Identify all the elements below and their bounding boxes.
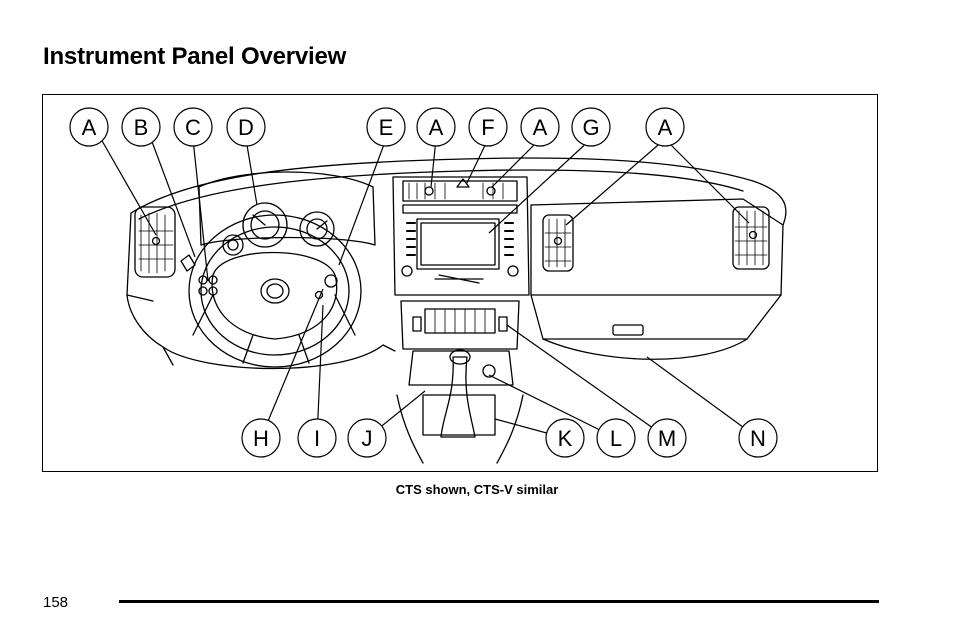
callout-label: N (750, 426, 766, 451)
callout-label: M (658, 426, 676, 451)
dashboard-illustration: A B C D E A F A G A H I J K L M N (69, 107, 787, 464)
callout-a3-circle (520, 107, 560, 147)
callout-a4-circle (645, 107, 685, 147)
callout-c-circle (173, 107, 213, 147)
callout-label: A (533, 115, 548, 140)
callout-label: A (429, 115, 444, 140)
callout-j-circle (347, 418, 387, 458)
callout-n-circle (738, 418, 778, 458)
figure-caption: CTS shown, CTS-V similar (395, 482, 559, 497)
callout-label: F (481, 115, 494, 140)
callout-label: K (558, 426, 573, 451)
callout-h-circle (241, 418, 281, 458)
callout-label: L (610, 426, 622, 451)
callout-label: A (82, 115, 97, 140)
callout-label: J (362, 426, 373, 451)
callout-a2-circle (416, 107, 456, 147)
callout-e-circle (366, 107, 406, 147)
callout-label: E (379, 115, 394, 140)
callout-i-circle (297, 418, 337, 458)
callout-label: A (658, 115, 673, 140)
callout-f-circle (468, 107, 508, 147)
page-number: 158 (43, 594, 69, 611)
callout-label: D (238, 115, 254, 140)
callout-label: B (134, 115, 149, 140)
callout-label: G (582, 115, 599, 140)
callout-k-circle (545, 418, 585, 458)
page-title: Instrument Panel Overview (43, 43, 347, 70)
callout-label: I (314, 426, 320, 451)
callout-l-circle (596, 418, 636, 458)
callout-d-circle (226, 107, 266, 147)
instrument-panel-figure: A B C D E A F A G A H I J K L M N (42, 94, 878, 472)
callout-b-circle (121, 107, 161, 147)
footer-rule (119, 600, 879, 603)
callout-a1-circle (69, 107, 109, 147)
callout-g-circle (571, 107, 611, 147)
callout-label: C (185, 115, 201, 140)
callout-m-circle (647, 418, 687, 458)
callout-label: H (253, 426, 269, 451)
